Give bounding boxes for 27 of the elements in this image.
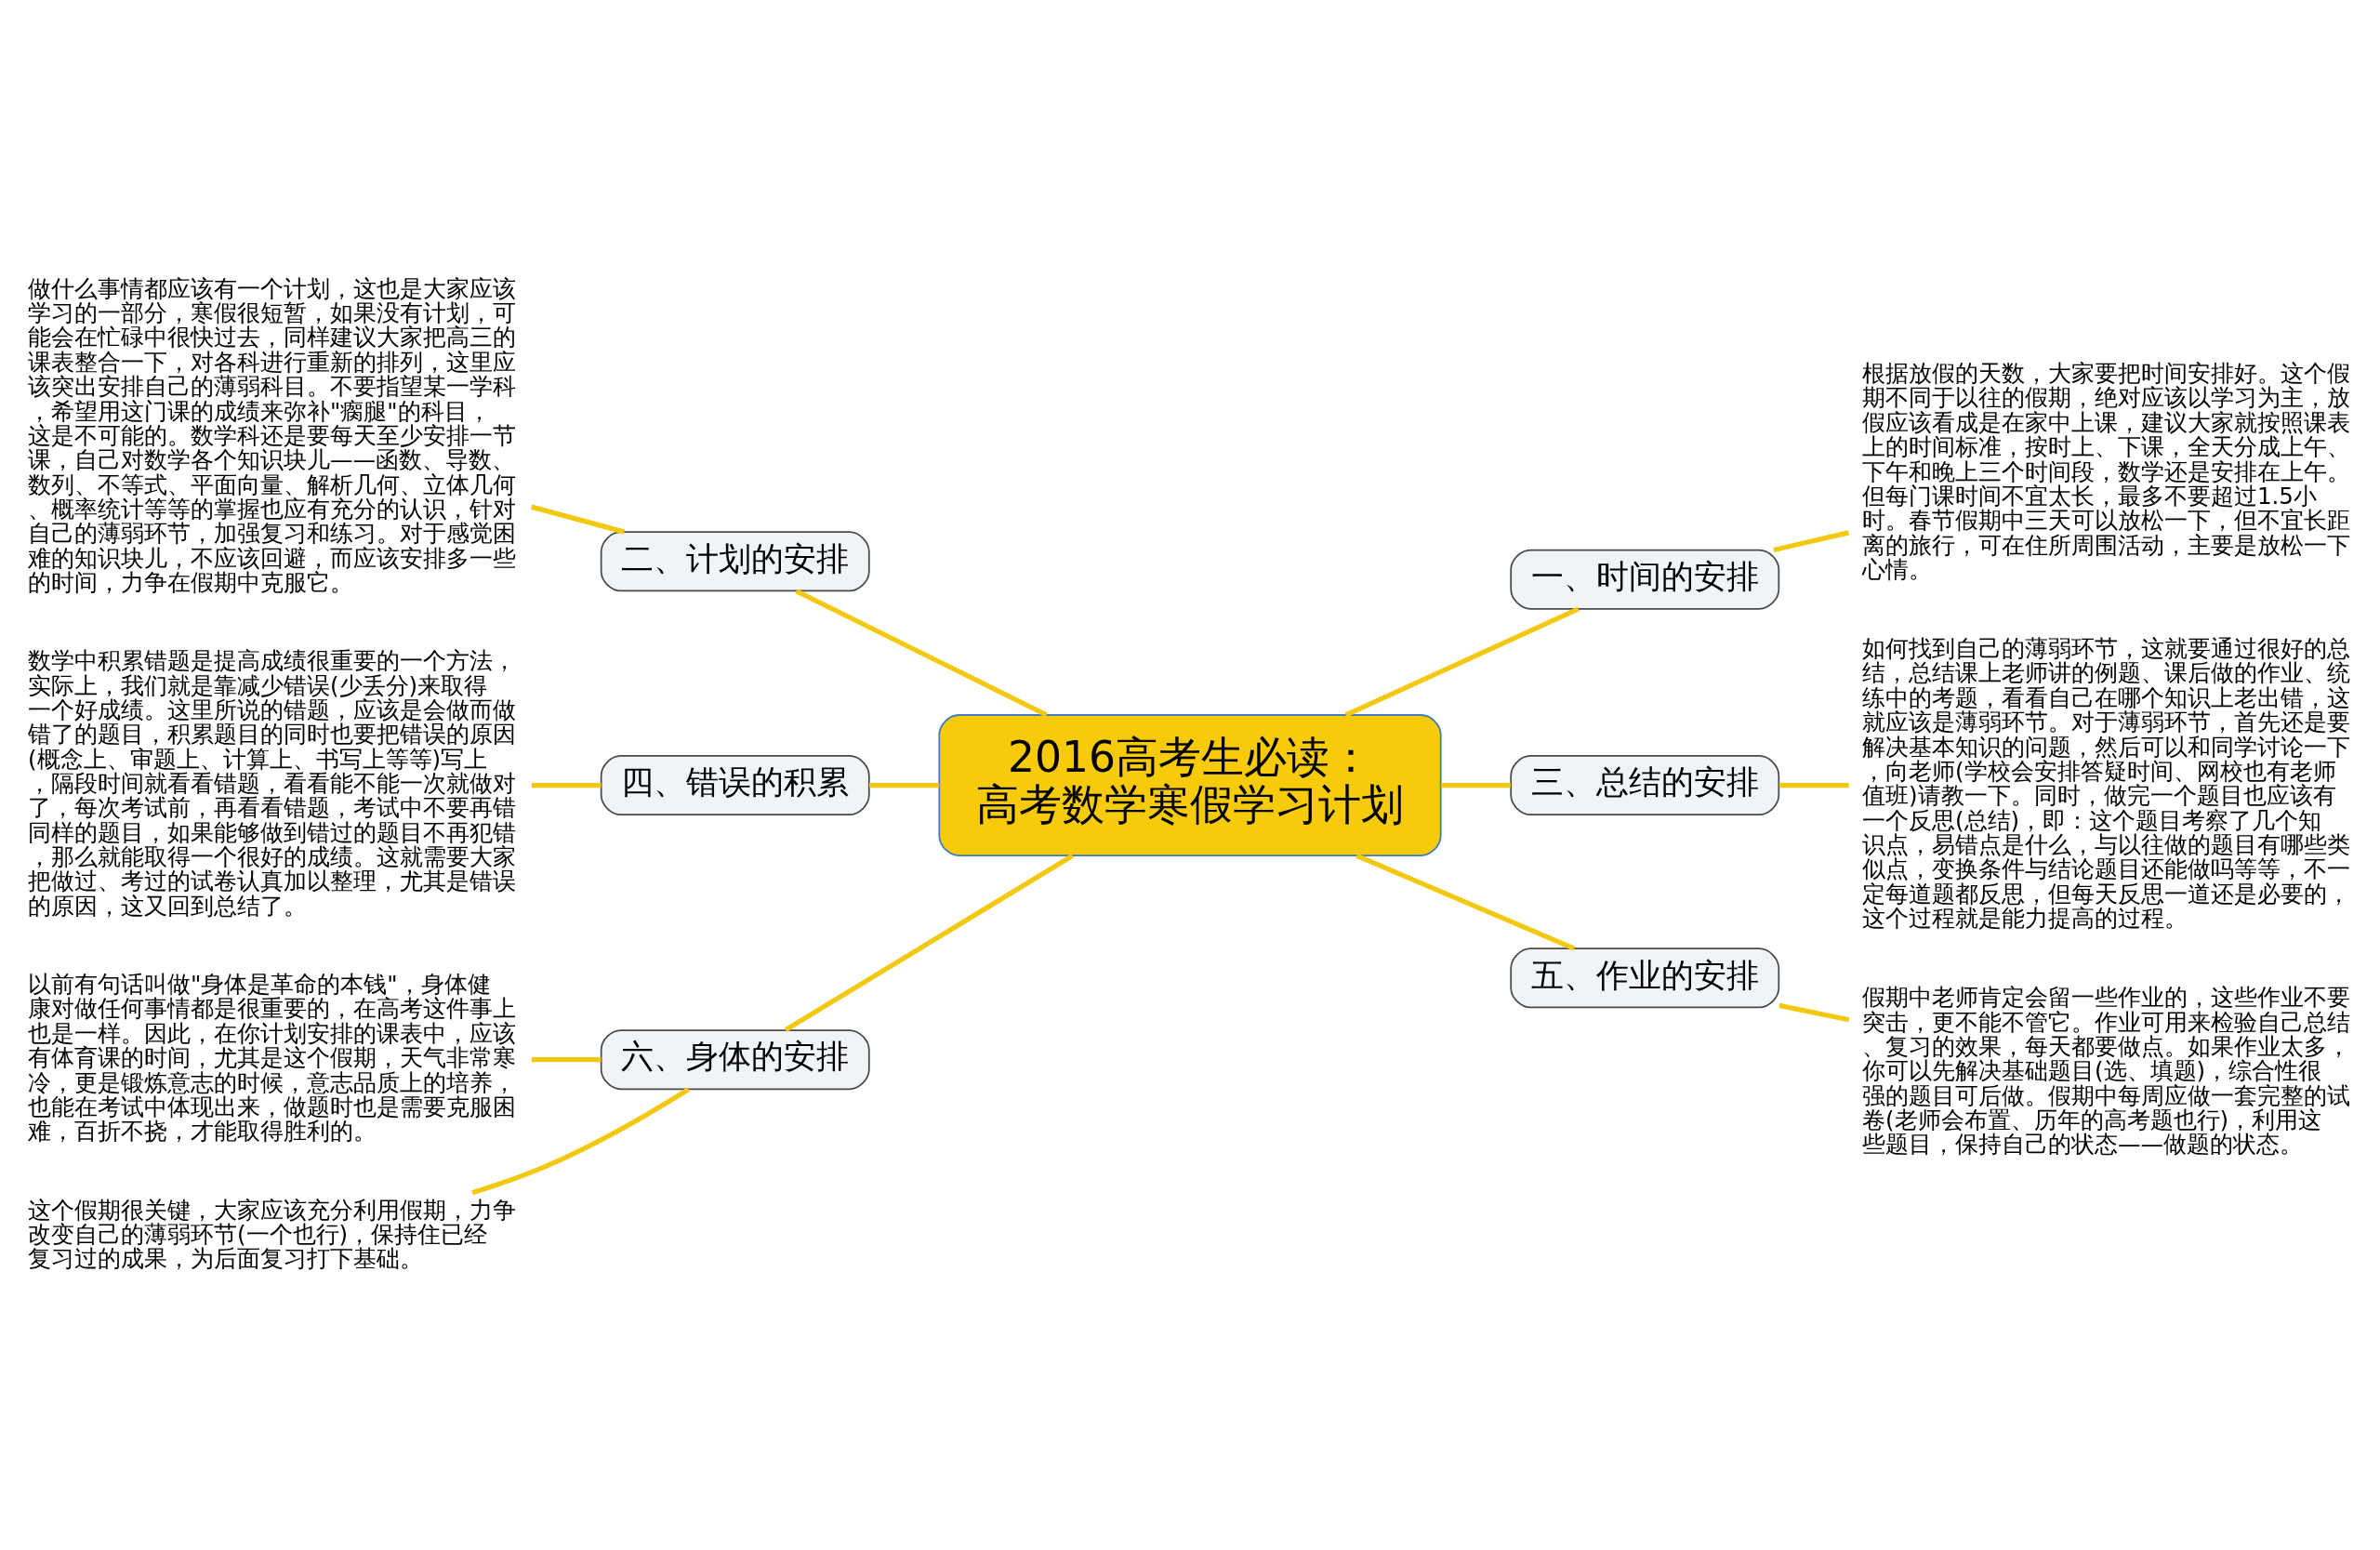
connector	[1441, 782, 1511, 788]
connector	[471, 1086, 690, 1195]
node-text: 做什么事情都应该有一个计划，这也是大家应该学习的一部分，寒假很短暂，如果没有计划，可能会在忙碌中很快过去，同样建议大家把高三的课表整合一下，对各科进行重新的排列，这里应该突出安排自己的薄弱科目。不要指望某一学科，希望用这门课的成绩来弥补"瘸腿"的科目，这是不可能的。数学科还是要每天至少安排一节课，自己对数学各个知识块儿——函数、导数、数列、不等式、平面向量、解析几何、立体几何、概率统计等等的掌握也应有充分的认识，针对自己的薄弱环节，加强复习和练习。对于感觉困难的知识块儿，不应该回避，而应该安排多一些的时间，力争在假期中克服它。	[28, 274, 517, 596]
node-text: 数学中积累错题是提高成绩很重要的一个方法，实际上，我们就是靠减少错误(少丢分)来取得一个好成绩。这里所说的错题，应该是会做而做错了的题目，积累题目的同时也要把错误的原因(概念上、审题上、计算上、书写上等等)写上，隔段时间就看看错题，看看能不能一次就做对了，每次考试前，再看看错题，考试中不要再错同样的题目，如果能够做到错过的题目不再犯错，那么就能取得一个很好的成绩。这就需要大家把做过、考过的试卷认真加以整理，尤其是错误的原因，这又回到总结了。	[28, 646, 517, 920]
connector	[1773, 529, 1850, 552]
node-box: 三、总结的安排	[1510, 754, 1780, 815]
connector	[531, 782, 602, 788]
connector	[1355, 853, 1576, 951]
node-box: 四、错误的积累	[600, 754, 870, 815]
node-text: 假期中老师肯定会留一些作业的，这些作业不要突击，更不能不管它。作业可用来检验自己总结、复习的效果，每天都要做点。如果作业太多，你可以先解决基础题目(选、填题)，综合性很强的题目可后做。假期中每周应做一套完整的试卷(老师会布置、历年的高考题也行)，利用这些题目，保持自己的状态——做题的状态。	[1861, 983, 2350, 1158]
node-text: 这个假期很关键，大家应该充分利用假期，力争改变自己的薄弱环节(一个也行)，保持住已经复习过的成果，为后面复习打下基础。	[28, 1196, 517, 1272]
node-text: 如何找到自己的薄弱环节，这就要通过很好的总结，总结课上老师讲的例题、课后做的作业、统练中的考题，看看自己在哪个知识上老出错，这就应该是薄弱环节。对于薄弱环节，首先还是要解决基本知识的问题，然后可以和同学讨论一下，向老师(学校会安排答疑时间、网校也有老师值班)请教一下。同时，做完一个题目也应该有一个反思(总结)，即：这个题目考察了几个知识点，易错点是什么，与以往做的题目有哪些类似点，变换条件与结论题目还能做吗等等，不一定每道题都反思，但每天反思一道还是必要的，这个过程就是能力提高的过程。	[1861, 634, 2350, 932]
node-text: 根据放假的天数，大家要把时间安排好。这个假期不同于以往的假期，绝对应该以学习为主，放假应该看成是在家中上课，建议大家就按照课表上的时间标准，按时上、下课，全天分成上午、下午和晚上三个时间段，数学还是安排在上午。但每门课时间不宜太长，最多不要超过1.5小时。春节假期中三天可以放松一下，但不宜长距离的旅行，可在住所周围活动，主要是放松一下心情。	[1861, 359, 2350, 583]
connector	[531, 504, 626, 535]
node-box: 二、计划的安排	[600, 530, 870, 591]
connector	[1778, 782, 1849, 788]
connector	[795, 588, 1048, 717]
node-text: 以前有句话叫做"身体是革命的本钱"，身体健康对做任何事情都是很重要的，在高考这件事上也是一样。因此，在你计划安排的课表中，应该有体育课的时间，尤其是这个假期，天气非常寒冷，更是锻炼意志的时候，意志品质上的培养，也能在考试中体现出来，做题时也是需要克服困难，百折不挠，才能取得胜利的。	[28, 970, 517, 1145]
node-box: 一、时间的安排	[1510, 549, 1780, 610]
node-box: 五、作业的安排	[1510, 947, 1780, 1008]
connector	[1344, 606, 1580, 717]
connector	[1778, 1002, 1850, 1022]
node-box: 六、身体的安排	[600, 1028, 870, 1090]
connector	[784, 853, 1075, 1032]
node-box: 2016高考生必读：高考数学寒假学习计划	[938, 713, 1442, 856]
connector	[868, 782, 940, 788]
connector	[531, 1056, 602, 1062]
